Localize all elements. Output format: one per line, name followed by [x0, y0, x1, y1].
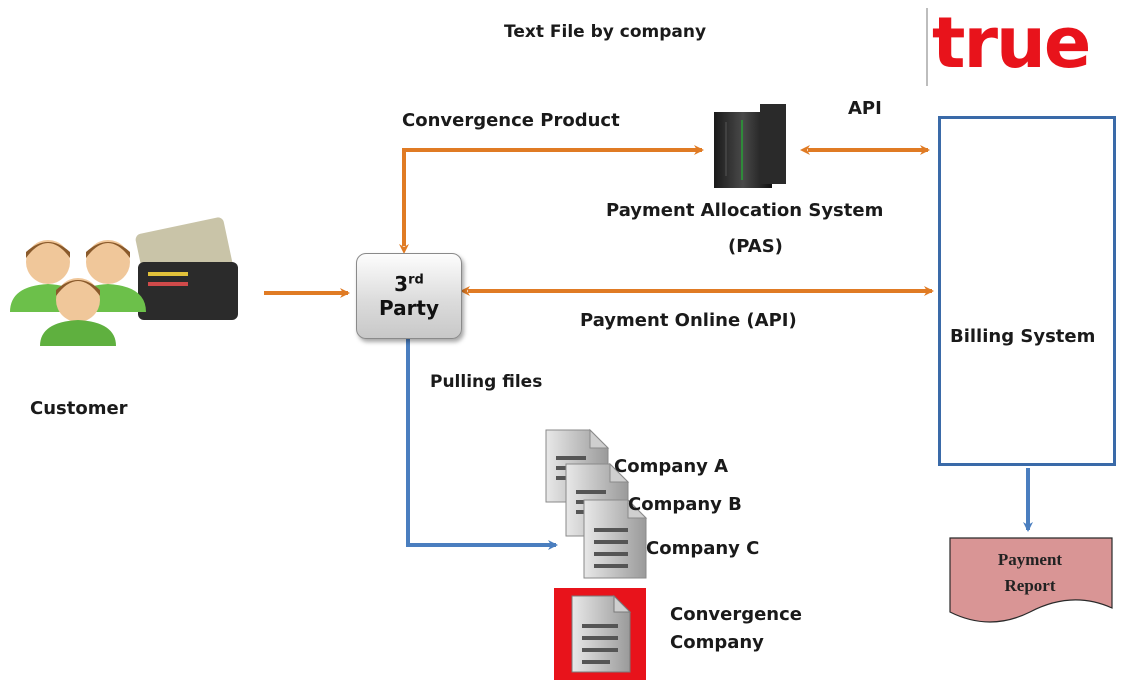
page-title: Text File by company	[504, 22, 707, 42]
third-party-suffix: rd	[408, 272, 424, 288]
convergence-company-line1: Convergence	[670, 604, 802, 625]
convergence-company-line2: Company	[670, 632, 764, 653]
billing-system-label: Billing System	[950, 326, 1096, 347]
customer-label: Customer	[30, 398, 128, 419]
payment-report-shape	[949, 537, 1113, 623]
payment-report-line2: Report	[1004, 576, 1056, 595]
true-logo: true	[926, 2, 1122, 88]
customer-icon	[10, 217, 238, 346]
pas-label: Payment Allocation System	[606, 200, 884, 221]
company-b-label: Company B	[628, 494, 742, 515]
api-label: API	[848, 98, 882, 119]
convergence-product-label: Convergence Product	[402, 110, 620, 131]
third-party-number: 3	[394, 272, 409, 296]
convergence-product-arrow	[399, 145, 704, 254]
billing-system-box	[938, 116, 1116, 466]
pas-server-icon	[714, 104, 786, 188]
pas-abbr-label: (PAS)	[728, 236, 783, 257]
pulling-files-arrow	[406, 338, 558, 550]
company-a-label: Company A	[614, 456, 729, 477]
convergence-file-icon	[554, 588, 646, 680]
company-files-icon	[545, 428, 648, 579]
payment-online-label: Payment Online (API)	[580, 310, 797, 331]
pulling-files-label: Pulling files	[430, 372, 543, 392]
logo-text: true	[932, 2, 1091, 84]
third-party-word: Party	[378, 296, 440, 320]
payment-report-line1: Payment	[997, 550, 1063, 569]
company-c-label: Company C	[646, 538, 760, 559]
third-party-node: 3rd Party	[356, 253, 462, 339]
